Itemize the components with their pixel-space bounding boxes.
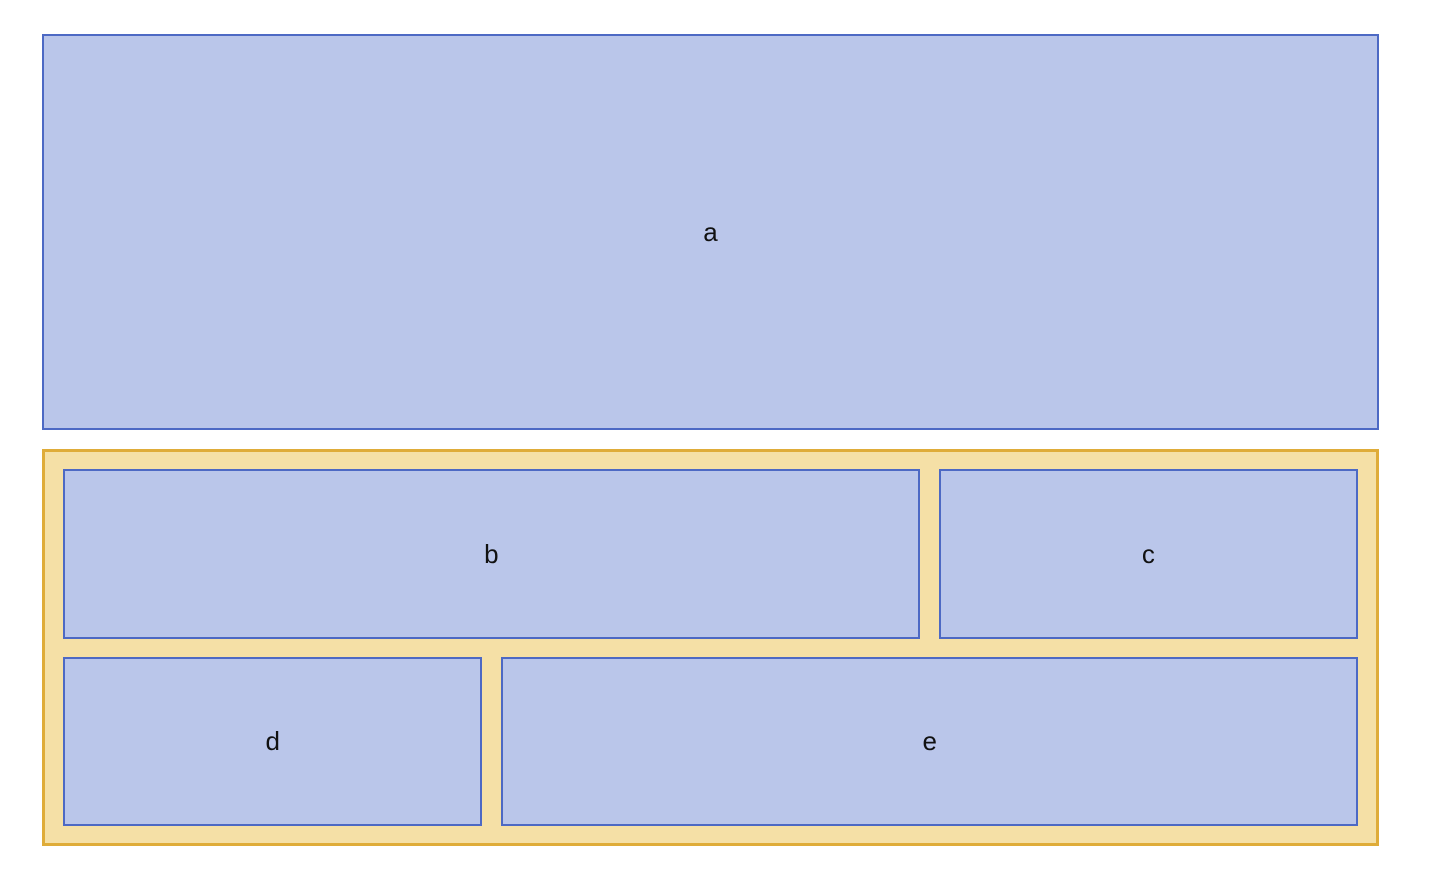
box-e: e — [501, 656, 1358, 826]
box-d-label: d — [265, 726, 280, 757]
box-a-label: a — [703, 217, 718, 247]
box-c-label: c — [1141, 538, 1155, 569]
box-e-label: e — [922, 726, 937, 757]
group-row-bottom: d e — [63, 656, 1358, 826]
box-a: a — [42, 34, 1379, 430]
box-b-label: b — [484, 538, 499, 569]
box-c: c — [938, 469, 1358, 639]
box-b: b — [63, 469, 920, 639]
group-container: b c d e — [42, 449, 1379, 846]
box-d: d — [63, 656, 483, 826]
group-row-top: b c — [63, 469, 1358, 639]
